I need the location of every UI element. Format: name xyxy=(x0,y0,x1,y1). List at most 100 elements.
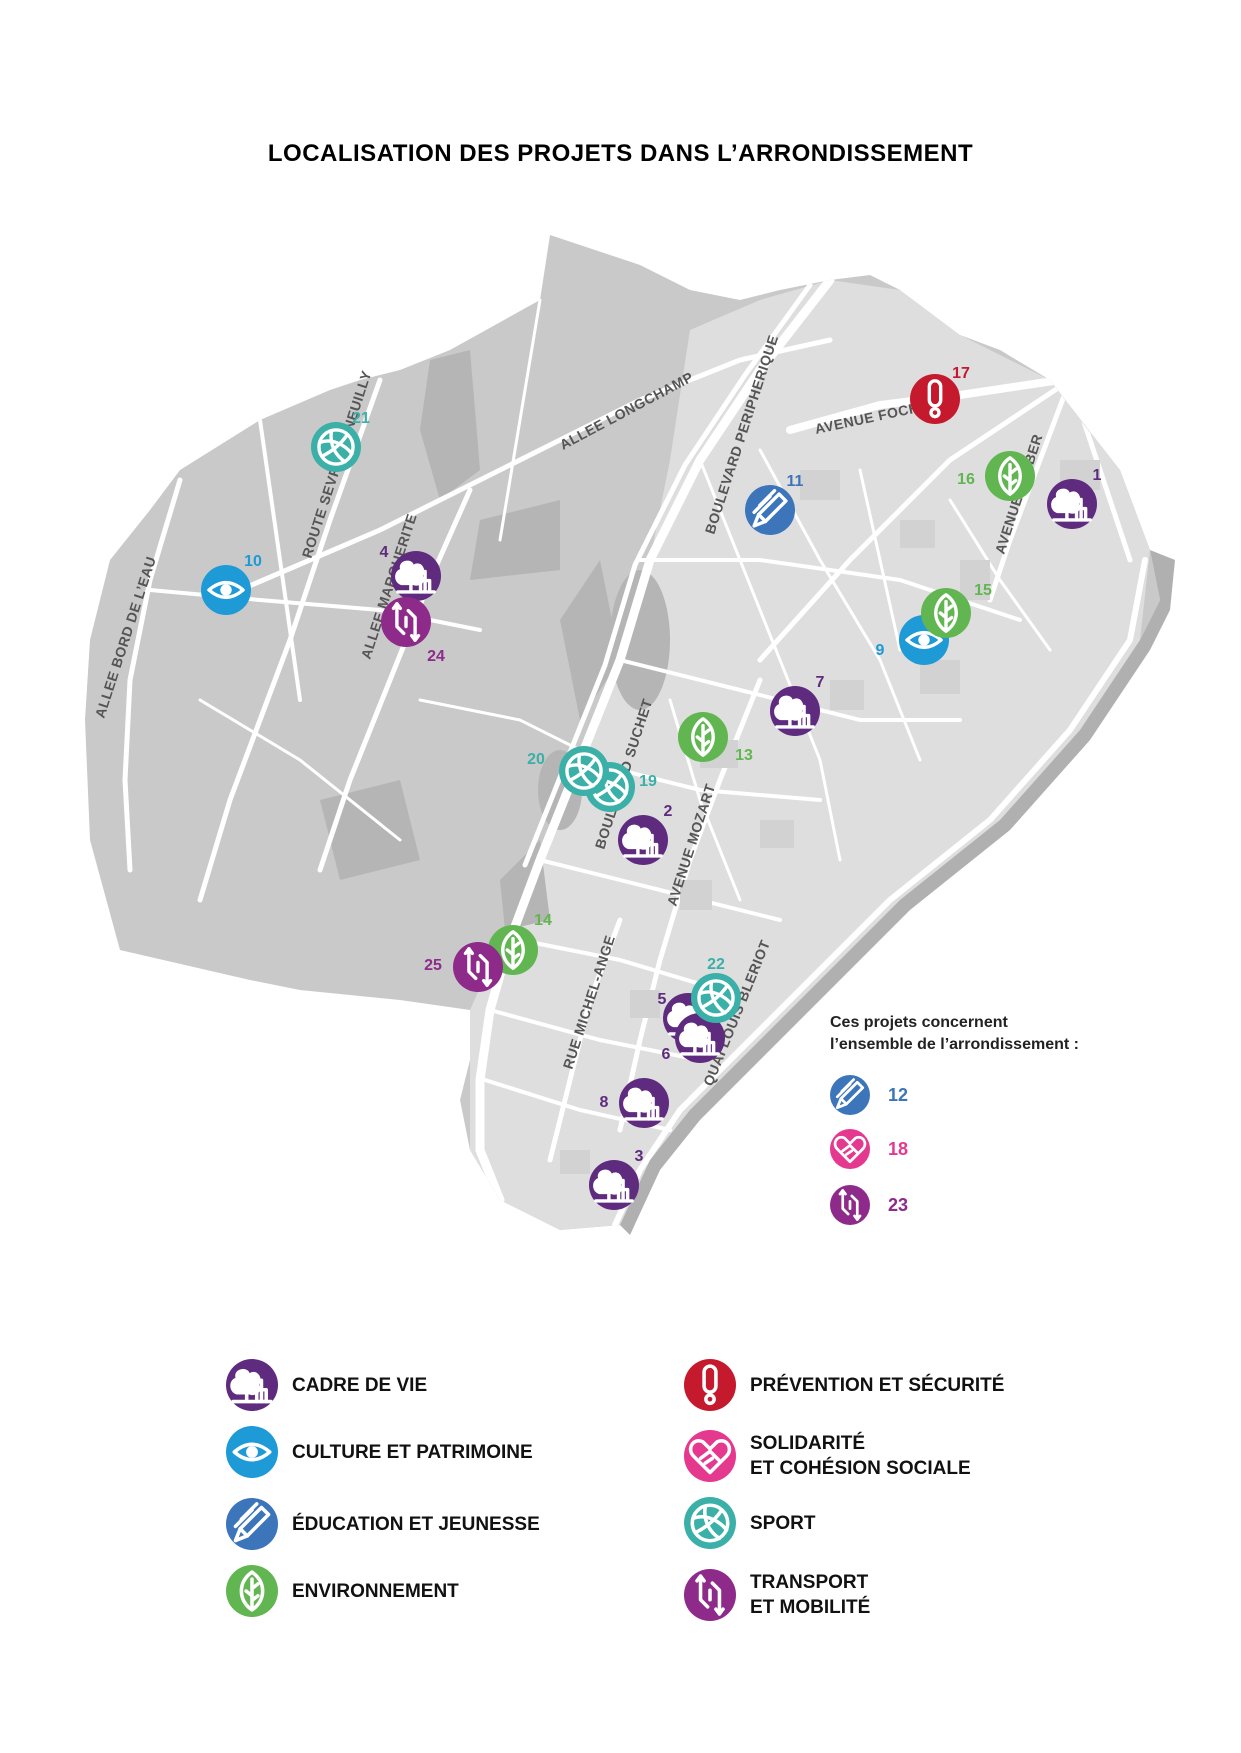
project-pin-19[interactable]: 19 xyxy=(585,762,657,812)
project-pin-number: 13 xyxy=(735,747,753,764)
project-pin-3[interactable]: 3 xyxy=(589,1148,644,1210)
project-pin-4[interactable]: 4 xyxy=(380,544,441,601)
legend-item-prevention: PRÉVENTION ET SÉCURITÉ xyxy=(684,1357,1004,1413)
transport-icon xyxy=(453,942,503,992)
leaf-icon xyxy=(678,712,728,762)
project-pin-number: 10 xyxy=(244,553,262,570)
project-pin-number: 14 xyxy=(534,912,552,929)
project-pin-11[interactable]: 11 xyxy=(745,473,804,535)
citywide-item-number: 23 xyxy=(888,1194,909,1215)
legend-label: PRÉVENTION ET SÉCURITÉ xyxy=(750,1374,1005,1396)
legend-label: TRANSPORT xyxy=(750,1572,869,1593)
project-pin-1[interactable]: 1 xyxy=(1047,467,1102,529)
project-pin-number: 20 xyxy=(527,751,545,768)
project-pin-number: 22 xyxy=(707,956,725,973)
citywide-item-number: 18 xyxy=(888,1138,909,1159)
project-pin-number: 4 xyxy=(380,544,389,561)
project-pin-7[interactable]: 7 xyxy=(770,674,825,736)
citywide-item: 23 xyxy=(830,1182,908,1228)
pencil-icon xyxy=(226,1498,278,1550)
handshake-heart-icon xyxy=(684,1430,736,1482)
tree-building-icon xyxy=(589,1160,639,1210)
citywide-note-line: l’ensemble de l’arrondissement : xyxy=(830,1036,1079,1053)
exclamation-icon xyxy=(684,1359,736,1411)
project-pin-22[interactable]: 22 xyxy=(691,956,741,1023)
project-pin-number: 6 xyxy=(662,1046,671,1063)
legend-item-sport: SPORT xyxy=(684,1495,815,1551)
handshake-heart-icon xyxy=(830,1129,870,1169)
project-pin-6[interactable]: 6 xyxy=(662,1013,725,1063)
tree-building-icon xyxy=(770,686,820,736)
project-pin-10[interactable]: 10 xyxy=(201,553,262,615)
citywide-note: Ces projets concernent l’ensemble de l’a… xyxy=(830,1012,1079,1056)
project-pin-number: 15 xyxy=(974,582,992,599)
legend-label: ENVIRONNEMENT xyxy=(292,1580,459,1602)
project-pin-24[interactable]: 24 xyxy=(381,597,445,665)
legend-item-education: ÉDUCATION ET JEUNESSE xyxy=(226,1496,540,1552)
eye-icon xyxy=(226,1426,278,1478)
project-pin-8[interactable]: 8 xyxy=(600,1078,669,1128)
transport-icon xyxy=(684,1569,736,1621)
tree-building-icon xyxy=(675,1013,725,1063)
volleyball-icon xyxy=(684,1497,736,1549)
eye-icon xyxy=(226,1426,278,1478)
education-icon xyxy=(830,1075,870,1115)
project-pin-25[interactable]: 25 xyxy=(424,942,503,992)
leaf-icon xyxy=(226,1565,278,1617)
project-pin-17[interactable]: 17 xyxy=(910,365,970,424)
transport-icon xyxy=(381,597,431,647)
legend-label: SOLIDARITÉ xyxy=(750,1433,866,1454)
project-pin-number: 8 xyxy=(600,1094,609,1111)
tree-building-icon xyxy=(619,1078,669,1128)
tree-building-icon xyxy=(391,551,441,601)
volleyball-icon xyxy=(311,422,361,472)
volleyball-icon xyxy=(559,746,609,796)
leaf-icon xyxy=(985,451,1035,501)
legend-item-cadre-de-vie: CADRE DE VIE xyxy=(226,1357,427,1413)
legend-label: ÉDUCATION ET JEUNESSE xyxy=(292,1513,540,1535)
legend-label: SPORT xyxy=(750,1512,816,1534)
handshake-heart-icon xyxy=(830,1129,870,1169)
pencil-icon xyxy=(745,485,795,535)
project-pin-2[interactable]: 2 xyxy=(618,803,673,865)
project-pin-number: 5 xyxy=(658,991,667,1008)
legend-label: ET COHÉSION SOCIALE xyxy=(750,1458,971,1479)
tree-building-icon xyxy=(226,1359,278,1411)
project-pin-number: 11 xyxy=(787,473,804,490)
citywide-item-number: 12 xyxy=(888,1084,909,1105)
project-pin-20[interactable]: 20 xyxy=(527,746,609,796)
exclamation-icon xyxy=(910,374,960,424)
leaf-icon xyxy=(226,1565,278,1617)
page-title: LOCALISATION DES PROJETS DANS L’ARRONDIS… xyxy=(267,140,974,167)
education-icon xyxy=(830,1075,870,1115)
project-pin-number: 21 xyxy=(352,410,370,427)
transport-icon xyxy=(830,1185,870,1225)
citywide-item: 18 xyxy=(830,1126,908,1172)
project-pin-number: 25 xyxy=(424,957,442,974)
citywide-note-line: Ces projets concernent xyxy=(830,1014,1008,1031)
legend-label: CULTURE ET PATRIMOINE xyxy=(292,1441,533,1463)
project-pin-number: 19 xyxy=(639,773,657,790)
volleyball-icon xyxy=(691,973,741,1023)
project-pin-16[interactable]: 16 xyxy=(957,451,1035,501)
handshake-heart-icon xyxy=(684,1430,736,1482)
project-pin-number: 9 xyxy=(876,642,885,659)
tree-building-icon xyxy=(1047,479,1097,529)
legend-label: CADRE DE VIE xyxy=(292,1374,428,1396)
eye-icon xyxy=(201,565,251,615)
leaf-icon xyxy=(921,588,971,638)
project-pin-15[interactable]: 15 xyxy=(921,582,992,638)
project-pin-number: 7 xyxy=(816,674,825,691)
tree-building-icon xyxy=(618,815,668,865)
project-pin-13[interactable]: 13 xyxy=(678,712,753,764)
project-pin-number: 3 xyxy=(635,1148,644,1165)
transport-icon xyxy=(684,1569,736,1621)
legend-item-environnement: ENVIRONNEMENT xyxy=(226,1563,459,1619)
project-pin-21[interactable]: 21 xyxy=(311,410,370,472)
citywide-item: 12 xyxy=(830,1072,908,1118)
project-pin-number: 17 xyxy=(952,365,970,382)
volleyball-icon xyxy=(684,1497,736,1549)
